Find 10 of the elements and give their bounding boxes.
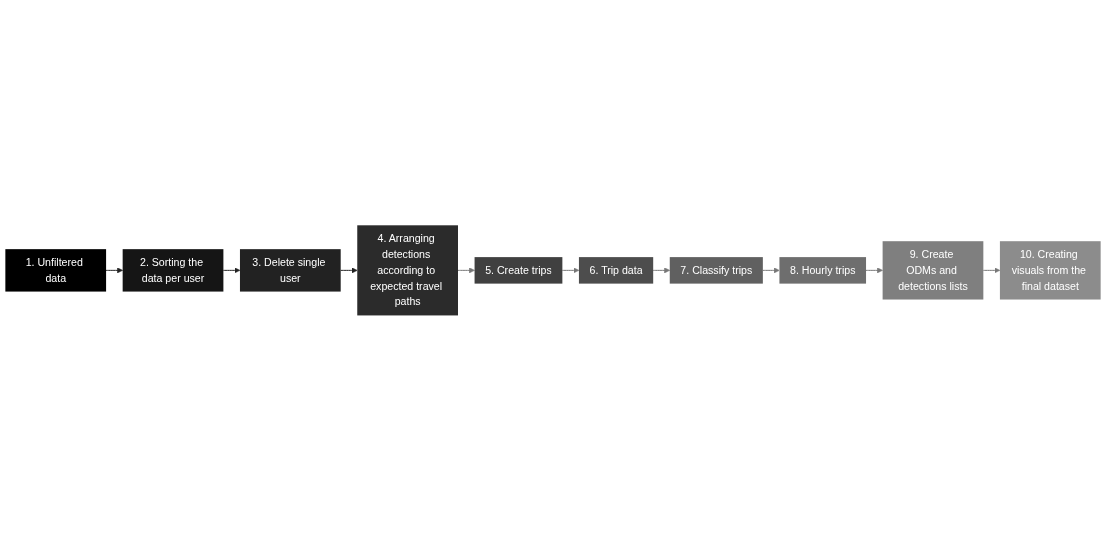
- node-box: 7. Classify trips: [669, 256, 763, 284]
- node-box: 9. Create ODMs and detections lists: [882, 240, 984, 300]
- node-box: 8. Hourly trips: [779, 256, 867, 284]
- node-box: 2. Sorting the data per user: [122, 248, 224, 292]
- node-box: 10. Creating visuals from the final dataset: [999, 240, 1101, 300]
- node-box: 1. Unfiltered data: [5, 248, 107, 292]
- node-box: 4. Arranging detections according to expected travel paths: [357, 224, 458, 316]
- node-box: 5. Create trips: [474, 256, 563, 284]
- node-box: 3. Delete single user: [239, 248, 341, 292]
- node-box: 6. Trip data: [578, 256, 654, 284]
